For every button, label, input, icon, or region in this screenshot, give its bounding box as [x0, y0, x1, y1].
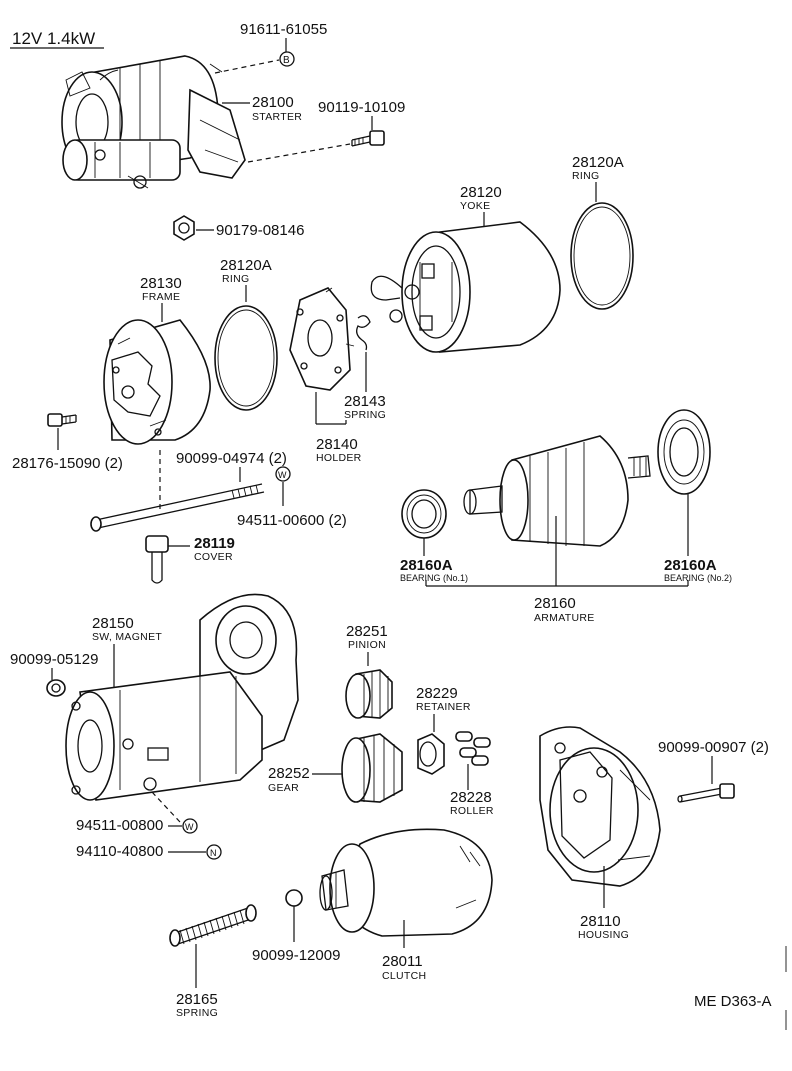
ring-28120A-mid-inner — [217, 309, 275, 407]
part-28165-name: SPRING — [176, 1007, 218, 1019]
part-28130-name: FRAME — [142, 291, 180, 303]
part-28120A-top-name: RING — [572, 170, 599, 182]
pinion-28251-drawing — [345, 669, 393, 719]
part-28252-number: 28252 — [268, 765, 310, 782]
part-28165-number: 28165 — [176, 991, 218, 1008]
symbol-w-circle-1 — [275, 466, 291, 482]
part-28120A-mid-number: 28120A — [220, 257, 272, 274]
part-28160A-no2-name: BEARING (No.2) — [664, 573, 732, 583]
part-28160A-no1-number: 28160A — [400, 557, 453, 574]
part-28160A-no1-name: BEARING (No.1) — [400, 573, 468, 583]
drawing-reference-code: ME D363-A — [694, 993, 772, 1010]
part-28229-number: 28229 — [416, 685, 458, 702]
part-28119-number: 28119 — [194, 535, 235, 552]
part-28160-name: ARMATURE — [534, 612, 595, 624]
part-28229-name: RETAINER — [416, 701, 471, 713]
part-28140-name: HOLDER — [316, 452, 362, 464]
frame-28130-drawing — [103, 319, 211, 445]
armature-28160-drawing — [463, 435, 651, 547]
part-28176-15090-number: 28176-15090 (2) — [12, 455, 123, 472]
bolt-90119-drawing — [351, 130, 385, 147]
holder-28140-drawing — [289, 287, 355, 391]
spring-28165-drawing — [169, 904, 257, 947]
part-94511-00800-number: 94511-00800 — [76, 817, 163, 834]
part-28160-number: 28160 — [534, 595, 576, 612]
retainer-28229-drawing — [417, 733, 445, 775]
part-28130-number: 28130 — [140, 275, 182, 292]
symbol-b-circle — [279, 51, 295, 67]
part-28140-number: 28140 — [316, 436, 358, 453]
part-90099-00907-number: 90099-00907 (2) — [658, 739, 769, 756]
leader-91611-dash — [214, 59, 280, 74]
spring-28143-drawing — [356, 315, 371, 351]
symbol-n-circle — [206, 844, 222, 860]
yoke-28120-drawing — [370, 221, 561, 353]
leader-magnet-washer-dash — [151, 791, 181, 823]
part-28228-name: ROLLER — [450, 805, 494, 817]
part-28120-number: 28120 — [460, 184, 502, 201]
part-28251-name: PINION — [348, 639, 386, 651]
ring-28120A-mid — [214, 305, 278, 411]
diagram-title: 12V 1.4kW — [12, 29, 95, 48]
bolt-90099-00907-drawing — [677, 783, 735, 803]
part-28011-name: CLUTCH — [382, 970, 426, 982]
housing-28110-drawing — [539, 726, 661, 887]
symbol-w-label-2: W — [185, 822, 194, 832]
clutch-28011-drawing — [319, 828, 493, 937]
part-28143-number: 28143 — [344, 393, 386, 410]
part-90099-05129-number: 90099-05129 — [10, 651, 98, 668]
starter-assembly-drawing — [61, 55, 246, 189]
bearing-28160A-no2-drawing — [657, 409, 711, 495]
part-94110-40800-number: 94110-40800 — [76, 843, 163, 860]
leader-90119-dash — [247, 143, 351, 163]
symbol-b-label: B — [283, 55, 290, 66]
screw-28176-drawing — [47, 413, 77, 427]
symbol-n-label: N — [210, 848, 217, 858]
magnet-switch-28150-drawing — [65, 593, 299, 801]
ring-28120A-top-inner — [573, 206, 631, 306]
part-90119-10109-number: 90119-10109 — [318, 99, 405, 116]
part-28252-name: GEAR — [268, 782, 299, 794]
symbol-w-circle-2 — [182, 818, 198, 834]
part-28150-number: 28150 — [92, 615, 134, 632]
part-28120-name: YOKE — [460, 200, 490, 212]
part-28100-name: STARTER — [252, 111, 302, 123]
part-28100-number: 28100 — [252, 94, 294, 111]
symbol-w-label-1: W — [278, 470, 287, 480]
bearing-28160A-no1-drawing — [401, 489, 447, 539]
part-94511-00600-number: 94511-00600 (2) — [237, 512, 347, 529]
part-28110-name: HOUSING — [578, 929, 629, 941]
part-91611-61055-number: 91611-61055 — [240, 21, 327, 38]
part-90099-04974-number: 90099-04974 (2) — [176, 450, 287, 467]
part-28120A-mid-name: RING — [222, 273, 249, 285]
nut-90099-05129-drawing — [46, 679, 66, 697]
cover-28119-drawing — [145, 535, 169, 584]
part-28228-number: 28228 — [450, 789, 492, 806]
part-28160A-no2-number: 28160A — [664, 557, 717, 574]
part-28251-number: 28251 — [346, 623, 388, 640]
part-28119-name: COVER — [194, 551, 233, 563]
ball-90099-12009 — [285, 889, 303, 907]
part-28150-name: SW, MAGNET — [92, 631, 162, 643]
part-28110-number: 28110 — [580, 913, 621, 930]
part-90099-12009-number: 90099-12009 — [252, 947, 340, 964]
part-28120A-top-number: 28120A — [572, 154, 624, 171]
part-28143-name: SPRING — [344, 409, 386, 421]
through-bolt-drawing — [90, 483, 265, 532]
part-90179-08146-number: 90179-08146 — [216, 222, 304, 239]
rollers-28228-drawing — [455, 731, 491, 766]
gear-28252-drawing — [341, 733, 403, 803]
nut-90179-drawing — [173, 215, 195, 241]
ring-28120A-top — [570, 202, 634, 310]
part-28011-number: 28011 — [382, 953, 423, 970]
